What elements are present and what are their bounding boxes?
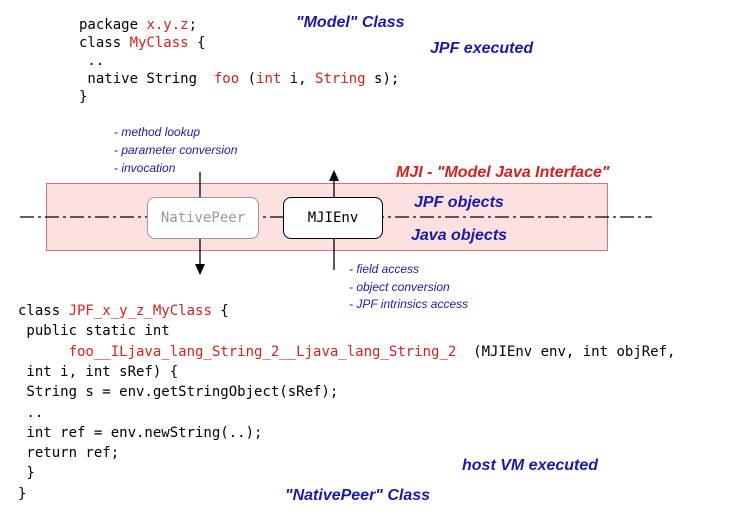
code-text: .. [79,53,105,69]
mji-label: MJI - "Model Java Interface" [396,164,610,181]
note-invocation: - invocation [114,161,176,175]
code-text: int ref = env.newString(..); [18,424,263,441]
mjienv-box: MJIEnv [283,197,383,239]
code-text: i, [281,71,316,87]
code-text: public static int [18,323,170,340]
mjienv-arrow-head [329,170,339,181]
native-peer-box: NativePeer [147,197,259,239]
java-objects-label: Java objects [411,227,508,244]
note-field-access: - field access [349,262,420,276]
code-text: } [18,485,27,502]
code-text: int i, int sRef) { [18,363,179,380]
code-text [18,344,69,360]
model-class-label: "Model" Class [296,14,405,31]
peer-code-line: String s = env.getStringObject(sRef); [18,383,338,401]
code-identifier: foo [213,71,240,87]
note-object-conversion: - object conversion [349,280,450,294]
code-identifier: String [315,71,366,87]
host-vm-executed-label: host VM executed [462,457,599,474]
model-code-line: .. [79,52,104,70]
model-code-line: class MyClass { [79,34,205,52]
code-text: { [211,303,229,319]
peer-code-line: int i, int sRef) { [18,363,178,381]
code-text: native String [79,71,214,87]
code-identifier: JPF_x_y_z_MyClass [68,303,212,319]
code-text: String s = env.getStringObject(sRef); [18,384,339,401]
code-text: package [79,17,147,33]
code-text: ; [188,17,198,33]
code-identifier: foo__ILjava_lang_String_2__Ljava_lang_St… [68,343,457,360]
code-text: (MJIEnv env, int objRef, [456,343,676,360]
code-text: class [79,35,130,51]
native-peer-arrow-head [195,264,205,275]
peer-code-line: class JPF_x_y_z_MyClass { [18,302,229,320]
native-peer-class-label: "NativePeer" Class [285,487,431,504]
code-text: } [79,89,88,105]
jpf-executed-label: JPF executed [430,40,534,57]
peer-code-line: foo__ILjava_lang_String_2__Ljava_lang_St… [18,343,676,361]
peer-code-line: int ref = env.newString(..); [18,424,262,442]
code-identifier: int [256,71,282,87]
peer-code-line: } [18,485,26,503]
code-identifier: x.y.z [146,17,189,33]
code-text: s); [365,71,400,87]
code-text: { [188,35,206,51]
code-text: .. [18,404,44,421]
code-identifier: MyClass [129,35,189,51]
code-text: } [18,465,35,482]
peer-code-line: } [18,464,35,482]
model-code-line: package x.y.z; [79,16,197,34]
code-text: return ref; [18,445,120,462]
code-text: ( [239,71,257,87]
peer-code-line: return ref; [18,444,119,462]
note-method-lookup: - method lookup [114,125,201,139]
note-parameter-conversion: - parameter conversion [114,143,238,157]
code-text: class [18,303,69,319]
peer-code-line: .. [18,404,43,422]
peer-code-line: public static int [18,322,170,340]
note-jpf-intrinsics-access: - JPF intrinsics access [349,297,469,311]
jpf-objects-label: JPF objects [414,194,504,211]
model-code-line: native String foo (int i, String s); [79,70,399,88]
model-code-line: } [79,88,87,106]
